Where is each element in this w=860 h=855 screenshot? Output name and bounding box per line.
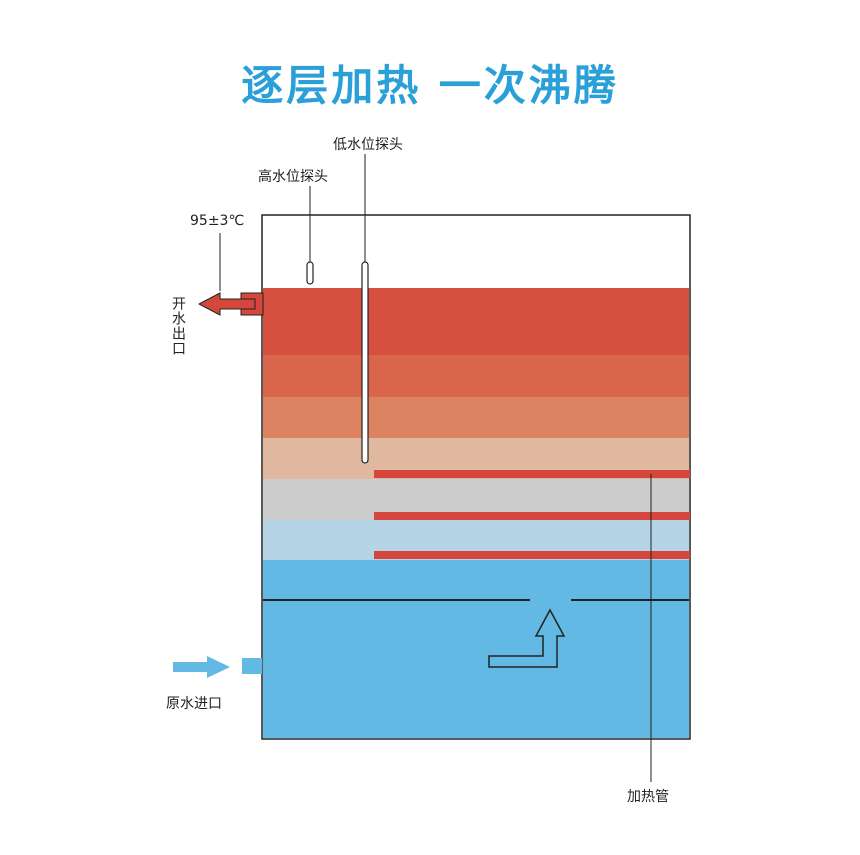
inlet-arrow (173, 656, 230, 678)
layer-1 (263, 288, 689, 355)
outlet-arrow (197, 292, 256, 316)
flow-arrow (488, 608, 566, 668)
low-probe-label: 低水位探头 (333, 137, 403, 153)
outlet-label: 开水出口 (170, 296, 186, 356)
inlet-pipe (242, 658, 262, 674)
heater-tube-3 (374, 551, 690, 559)
layer-2 (263, 355, 689, 397)
water-bottom (263, 560, 689, 738)
high-probe (306, 261, 314, 285)
heater-tube-1 (374, 470, 690, 478)
inlet-label: 原水进口 (166, 696, 222, 712)
layer-3 (263, 397, 689, 438)
heater-label: 加热管 (627, 789, 669, 805)
low-probe (361, 261, 369, 464)
heater-tube-2 (374, 512, 690, 520)
high-probe-label: 高水位探头 (258, 169, 328, 185)
page-title: 逐层加热 一次沸腾 (241, 61, 619, 110)
temperature-label: 95±3℃ (190, 213, 245, 229)
